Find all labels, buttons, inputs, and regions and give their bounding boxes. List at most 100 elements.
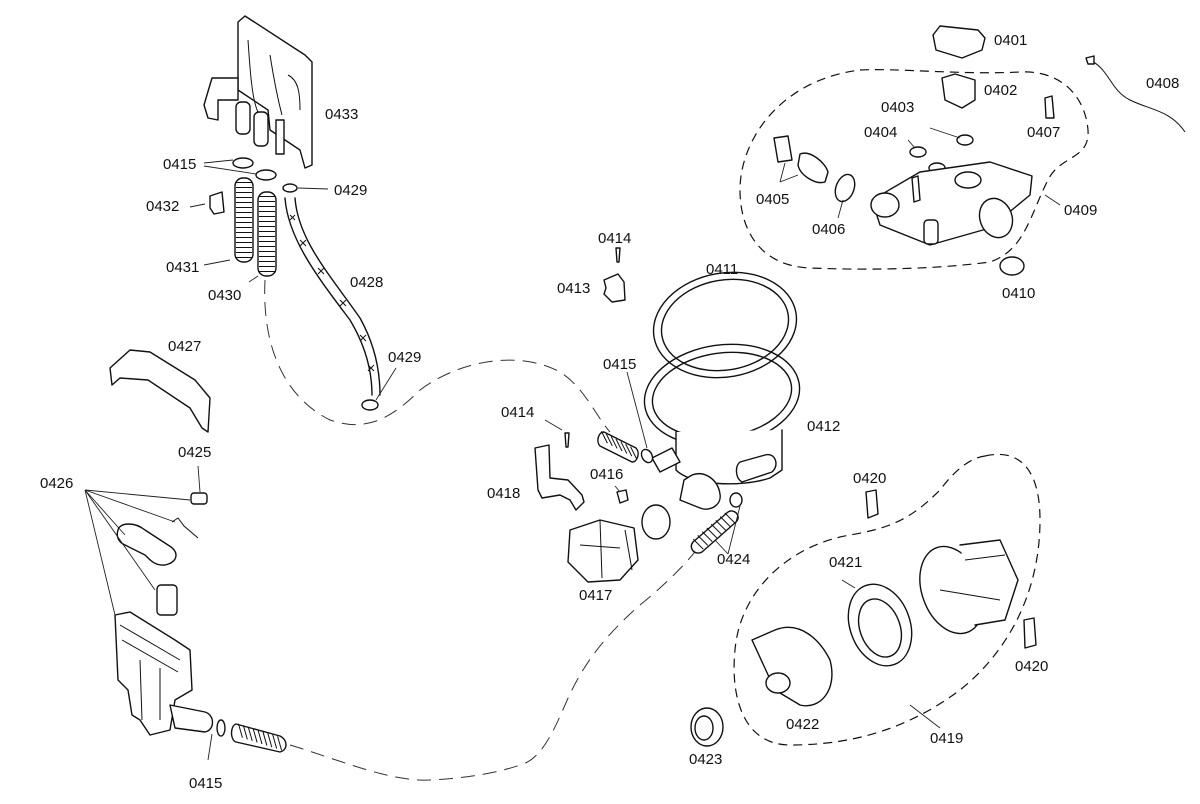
label-0402: 0402	[984, 82, 1018, 99]
label-0420-right: 0420	[1015, 658, 1049, 675]
leader-lines	[84, 127, 1061, 761]
part-0427-cover	[109, 349, 211, 433]
hose-rib	[615, 438, 623, 452]
label-0406: 0406	[812, 221, 846, 238]
part-0416-fitting	[616, 489, 629, 504]
hose-rib	[625, 443, 633, 457]
part-0414-screw-mid	[564, 432, 570, 448]
part-0429-clamp-top	[282, 183, 298, 193]
part-0424-hose	[690, 510, 739, 554]
hose-rib	[715, 520, 727, 531]
part-0412-sump	[643, 343, 801, 510]
hose-rib	[620, 441, 628, 454]
label-0429-top: 0429	[334, 182, 368, 199]
label-0405: 0405	[756, 191, 790, 208]
hose-rib	[706, 527, 718, 539]
hose-rib	[600, 431, 608, 444]
part-oring-large	[641, 504, 671, 540]
label-0412: 0412	[807, 418, 841, 435]
part-0415-oring-bottom	[216, 719, 226, 737]
part-0422-pump-volute	[751, 626, 833, 707]
hose-rib	[272, 734, 278, 749]
part-0429-clamp-bottom	[361, 399, 379, 411]
hose-rib	[692, 538, 704, 550]
part-0431-corrugated-hose	[234, 177, 254, 263]
part-0402-connector	[941, 73, 976, 109]
label-0418: 0418	[487, 485, 521, 502]
part-0426-lever	[116, 523, 177, 566]
label-0428: 0428	[350, 274, 384, 291]
part-0409-valve-body	[870, 161, 1033, 246]
part-0433-manifold	[203, 15, 313, 169]
label-0414-mid: 0414	[501, 404, 535, 421]
part-0419-motor	[919, 539, 1019, 635]
label-0433: 0433	[325, 106, 359, 123]
hose-rib	[242, 725, 248, 740]
part-0410-clamp	[999, 256, 1025, 276]
label-0425: 0425	[178, 444, 212, 461]
label-0432: 0432	[146, 198, 180, 215]
hose-rib	[237, 723, 243, 738]
part-0414-screw-top	[615, 247, 621, 263]
part-0403-ring	[956, 134, 974, 146]
label-0416: 0416	[590, 466, 624, 483]
label-0408: 0408	[1146, 75, 1180, 92]
label-0403: 0403	[881, 99, 915, 116]
label-0409: 0409	[1064, 202, 1098, 219]
hose-rib	[701, 531, 713, 542]
part-0405-sensor	[773, 135, 829, 184]
valve-assembly-outline	[739, 69, 1089, 270]
label-0431: 0431	[166, 259, 200, 276]
part-0424-oring	[729, 492, 743, 508]
part-0426-drain-housing	[114, 611, 214, 736]
hose-rib	[262, 731, 268, 746]
label-0420-top: 0420	[853, 470, 887, 487]
part-0407-clip	[1044, 95, 1055, 119]
label-0410: 0410	[1002, 285, 1036, 302]
label-0404: 0404	[864, 124, 898, 141]
label-0427: 0427	[168, 338, 202, 355]
label-0411: 0411	[706, 261, 739, 278]
hose-rib	[719, 516, 731, 527]
part-0428-braided-hose	[284, 197, 381, 396]
label-0429-bottom: 0429	[388, 349, 422, 366]
part-drain-hose-fitting	[230, 723, 287, 753]
part-0418-bracket	[534, 444, 585, 511]
label-0401: 0401	[994, 32, 1028, 49]
label-0423: 0423	[689, 751, 723, 768]
part-0415-oring-mid	[640, 448, 654, 464]
part-0423-grommet	[690, 707, 724, 747]
part-0417-drain-pump	[567, 519, 639, 583]
hose-rib	[267, 732, 273, 748]
part-0421-impeller-housing	[847, 583, 913, 667]
label-0413: 0413	[557, 280, 591, 297]
label-0419: 0419	[930, 730, 964, 747]
hose-rib	[252, 728, 258, 743]
hose-rib	[710, 523, 722, 535]
label-0415-bottom: 0415	[189, 775, 223, 792]
hose-rib	[630, 446, 638, 459]
part-0406-oring	[834, 173, 856, 203]
part-0415-hose-mid	[597, 431, 639, 463]
label-0415-top: 0415	[163, 156, 197, 173]
hose-rib	[277, 736, 283, 751]
part-0408-wire	[1089, 59, 1186, 133]
part-0426-float	[156, 584, 178, 616]
hose-rib	[257, 729, 263, 745]
drain-hose-route-upper	[264, 279, 611, 433]
part-0430-corrugated-hose	[257, 191, 277, 277]
hose-rib	[610, 436, 618, 449]
hose-rib	[697, 535, 709, 546]
hose-rib	[724, 512, 736, 524]
part-0420-clip-right	[1023, 617, 1037, 649]
part-0420-clip-top	[865, 489, 879, 519]
label-0415-mid: 0415	[603, 356, 637, 373]
label-0417: 0417	[579, 587, 613, 604]
hose-rib	[605, 433, 613, 447]
label-0422: 0422	[786, 716, 820, 733]
part-0415-orings-top	[232, 157, 277, 181]
pump-assembly-outline	[733, 453, 1041, 746]
part-0401-cover	[932, 25, 986, 59]
drain-hose-route-lower	[289, 544, 701, 781]
